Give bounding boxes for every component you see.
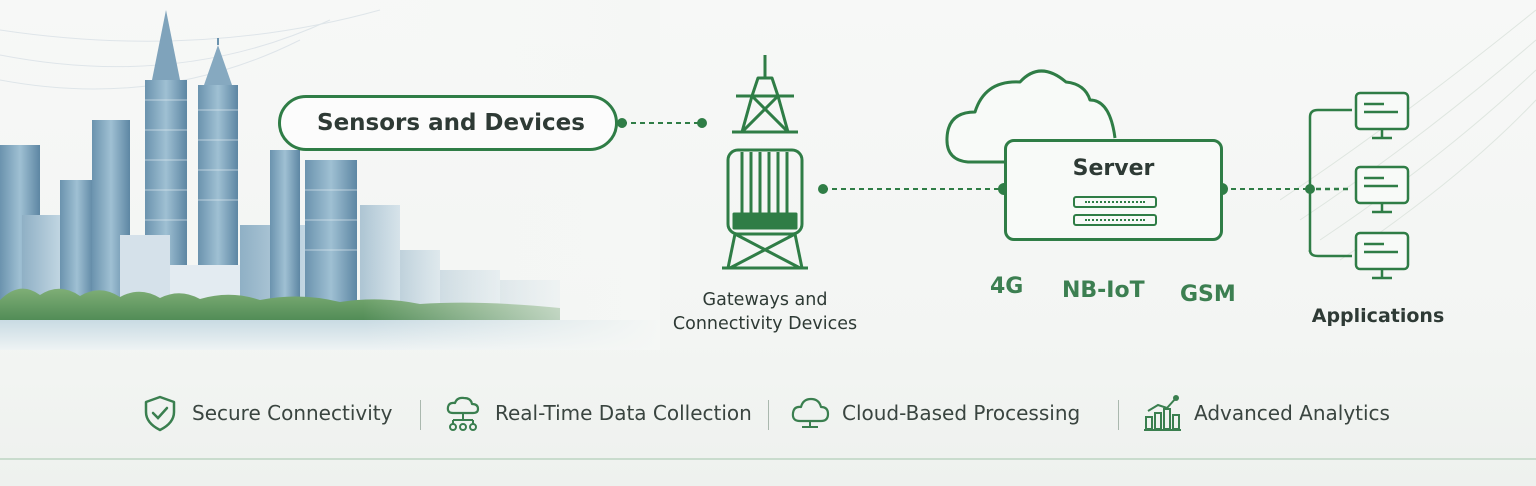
cloud-network-icon — [446, 396, 480, 431]
cloud-icon — [791, 397, 830, 428]
analytics-chart-icon — [1144, 395, 1181, 431]
divider — [768, 400, 769, 430]
shield-check-icon — [144, 395, 176, 432]
network-4g-label: 4G — [990, 274, 1024, 299]
applications-label: Applications — [1311, 305, 1445, 327]
feature-label: Real-Time Data Collection — [495, 401, 752, 425]
divider — [1118, 400, 1119, 430]
monitor-icon — [1354, 91, 1410, 140]
feature-secure-connectivity: Secure Connectivity — [140, 388, 392, 438]
server-label: Server — [1072, 156, 1155, 181]
features-strip: Secure Connectivity Real-Time Data Colle… — [0, 388, 1536, 438]
server-rack-icon — [1073, 196, 1157, 208]
feature-label: Secure Connectivity — [192, 401, 393, 425]
applications-tree — [1308, 108, 1352, 258]
feature-cloud-processing: Cloud-Based Processing — [790, 388, 1080, 438]
feature-label: Cloud-Based Processing — [842, 401, 1081, 425]
bottom-divider-line — [0, 458, 1536, 460]
feature-label: Advanced Analytics — [1194, 401, 1390, 425]
connector-dot — [818, 184, 828, 194]
connector-dot — [617, 118, 627, 128]
server-node: Server — [1004, 139, 1223, 241]
divider — [420, 400, 421, 430]
server-rack-icon — [1073, 214, 1157, 226]
sensors-devices-label: Sensors and Devices — [317, 110, 585, 136]
network-gsm-label: GSM — [1180, 282, 1236, 307]
network-nbiot-label: NB-IoT — [1062, 278, 1145, 303]
feature-advanced-analytics: Advanced Analytics — [1142, 388, 1390, 438]
gateway-label-line2: Connectivity Devices — [672, 314, 858, 334]
connector-dot — [697, 118, 707, 128]
gateway-label-line1: Gateways and — [702, 290, 828, 310]
gateway-tower-icon — [722, 55, 808, 270]
city-skyline-image — [0, 0, 660, 350]
monitor-icon — [1354, 231, 1410, 280]
gateway-label: Gateways and Connectivity Devices — [650, 288, 880, 336]
sensors-devices-node: Sensors and Devices — [278, 95, 618, 151]
feature-realtime-data: Real-Time Data Collection — [443, 388, 752, 438]
monitor-icon — [1354, 165, 1410, 214]
